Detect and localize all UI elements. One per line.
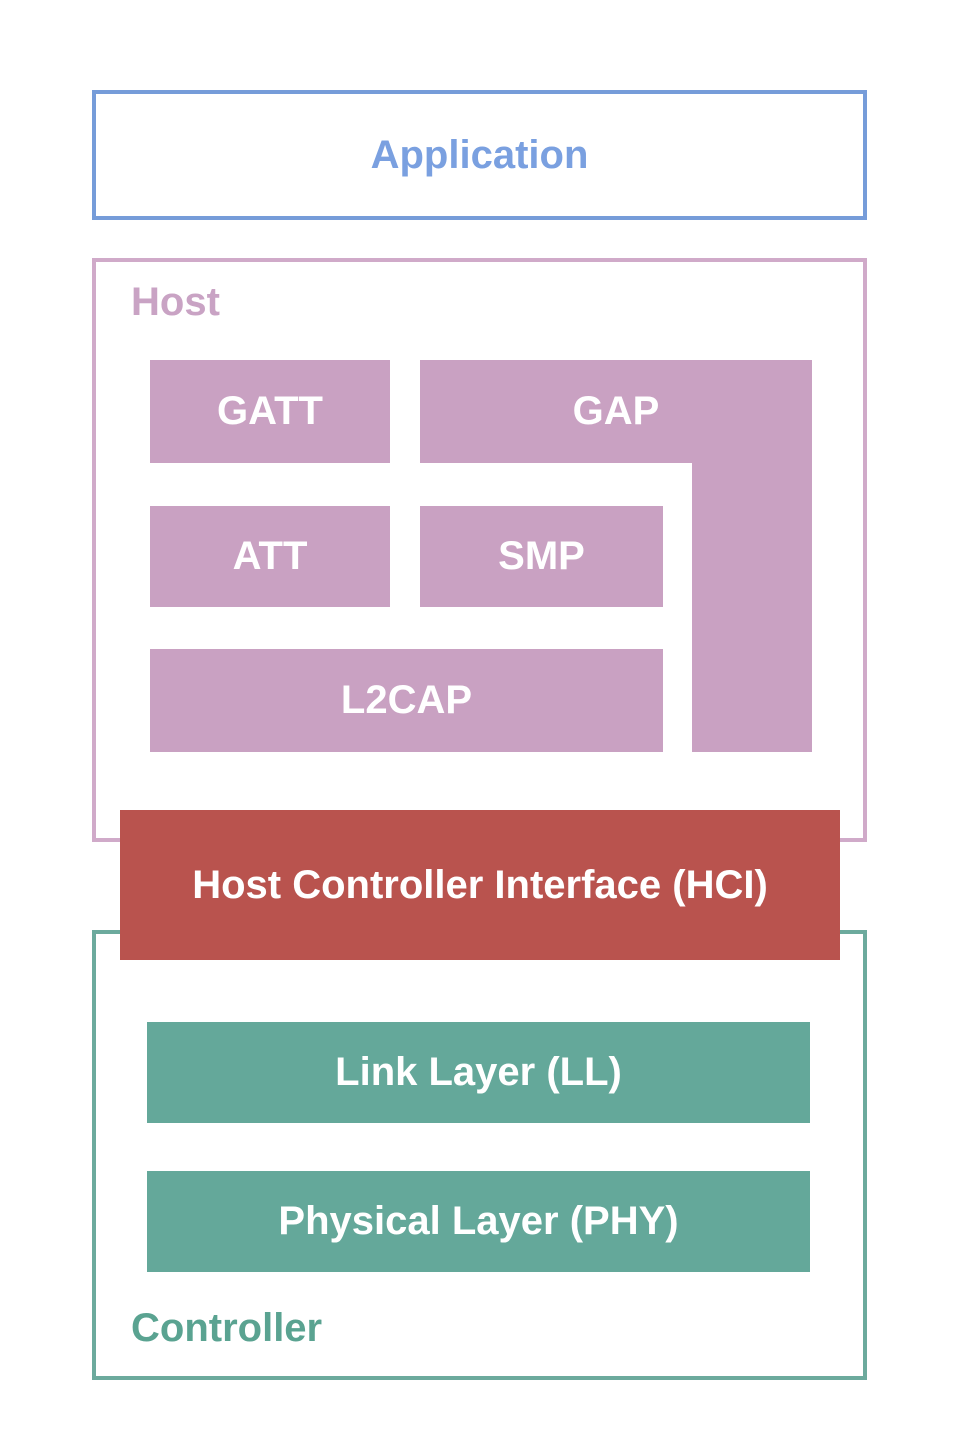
physical-layer-block: Physical Layer (PHY) [147, 1171, 810, 1272]
link-layer-block: Link Layer (LL) [147, 1022, 810, 1123]
controller-label: Controller [131, 1306, 323, 1350]
smp-label: SMP [498, 534, 585, 578]
hci-label: Host Controller Interface (HCI) [192, 862, 768, 907]
host-label: Host [131, 280, 220, 324]
link-layer-label: Link Layer (LL) [335, 1050, 622, 1094]
l2cap-block: L2CAP [150, 649, 663, 752]
gap-block: GAP [420, 360, 812, 463]
gatt-block: GATT [150, 360, 390, 463]
hci-block: Host Controller Interface (HCI) [120, 810, 840, 960]
att-block: ATT [150, 506, 390, 607]
controller-box [92, 930, 867, 1380]
att-label: ATT [232, 534, 308, 578]
application-label: Application [370, 132, 589, 177]
gap-label: GAP [572, 389, 660, 433]
application-box: Application [92, 90, 867, 220]
l2cap-label: L2CAP [340, 678, 473, 722]
gatt-label: GATT [217, 389, 323, 433]
smp-block: SMP [420, 506, 663, 607]
physical-layer-label: Physical Layer (PHY) [278, 1199, 679, 1243]
